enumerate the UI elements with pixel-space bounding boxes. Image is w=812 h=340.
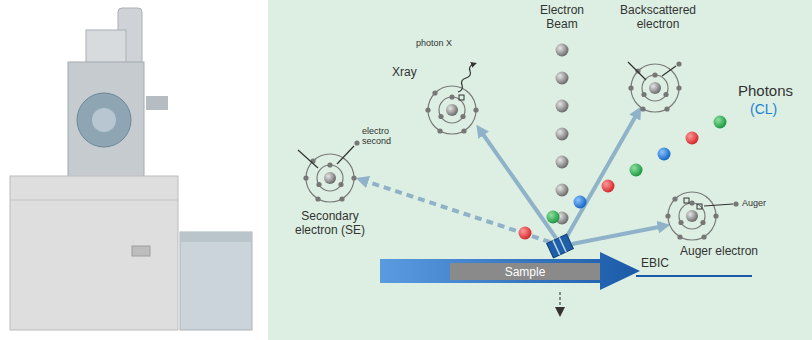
photon-ball: [574, 196, 587, 209]
ebic-line: [636, 275, 752, 277]
control-unit-top: [180, 232, 252, 242]
electron-dot: [676, 61, 681, 66]
electron-dot: [733, 201, 738, 206]
ebic-arrow: [380, 252, 640, 290]
electron-dot: [354, 140, 359, 145]
instrument-chamber: [77, 93, 131, 147]
photon-ball: [658, 148, 671, 161]
sample-bar: Sample: [450, 263, 600, 280]
chip-body: [547, 234, 574, 258]
xray-photon-wave: [458, 64, 474, 92]
backscatter-track: [662, 66, 676, 76]
incident-track: [628, 62, 646, 80]
electron-ball: [556, 44, 569, 57]
figure-label: Xray: [392, 66, 432, 80]
photon-ball: [547, 211, 560, 224]
electron-ball: [556, 100, 569, 113]
chip-stripe: [553, 240, 560, 255]
instrument-detector: [146, 96, 168, 110]
photon-ball: [602, 180, 615, 193]
auger-arrow: [572, 226, 664, 244]
vacancy-mark: [684, 198, 689, 203]
diagram-background: [268, 0, 812, 340]
control-unit: [180, 232, 252, 330]
instrument-column: [68, 62, 144, 180]
figure-label: electro second: [362, 126, 404, 147]
incident-track: [298, 150, 318, 168]
instrument-panel: [132, 246, 150, 256]
instrument-port: [92, 108, 116, 132]
electron-ball: [556, 184, 569, 197]
instrument-gun: [86, 30, 126, 66]
electron-ball: [556, 156, 569, 169]
figure-label: Electron Beam: [527, 4, 597, 32]
sample-chip: [547, 234, 574, 258]
figure-label: (CL): [750, 101, 800, 117]
electron-ball: [556, 128, 569, 141]
electron-beam: [556, 44, 569, 225]
figure-label: Auger: [742, 198, 782, 208]
photon-ball: [519, 227, 532, 240]
figure-label: EBIC: [641, 257, 675, 271]
secondary-atom: [303, 154, 356, 202]
photon-ball: [630, 164, 643, 177]
instrument-base: [10, 176, 178, 330]
auger-track: [704, 204, 733, 206]
instrument-edge: [10, 200, 178, 201]
auger-atom: [665, 192, 718, 240]
secondary-track: [337, 146, 354, 164]
vacancy-mark: [459, 95, 464, 100]
photon-stream: [519, 116, 727, 240]
sem-instrument: [10, 8, 252, 330]
sample-label: Sample: [505, 266, 546, 278]
backscatter-arrow: [566, 112, 638, 238]
figure-label: Backscattered electron: [612, 4, 704, 32]
vacancy-mark: [697, 204, 702, 209]
figure-label: Secondary electron (SE): [282, 210, 378, 238]
figure-label: Auger electron: [680, 245, 780, 259]
xray-atom: [425, 86, 478, 134]
figure-label: photon X: [416, 38, 466, 48]
electron-ball: [556, 72, 569, 85]
photon-ball: [686, 132, 699, 145]
secondary-arrow: [362, 180, 550, 242]
chip-stripe: [559, 237, 566, 252]
transmitted-arrow: [559, 292, 561, 312]
figure-label: Photons: [738, 82, 808, 99]
photon-ball: [714, 116, 727, 129]
